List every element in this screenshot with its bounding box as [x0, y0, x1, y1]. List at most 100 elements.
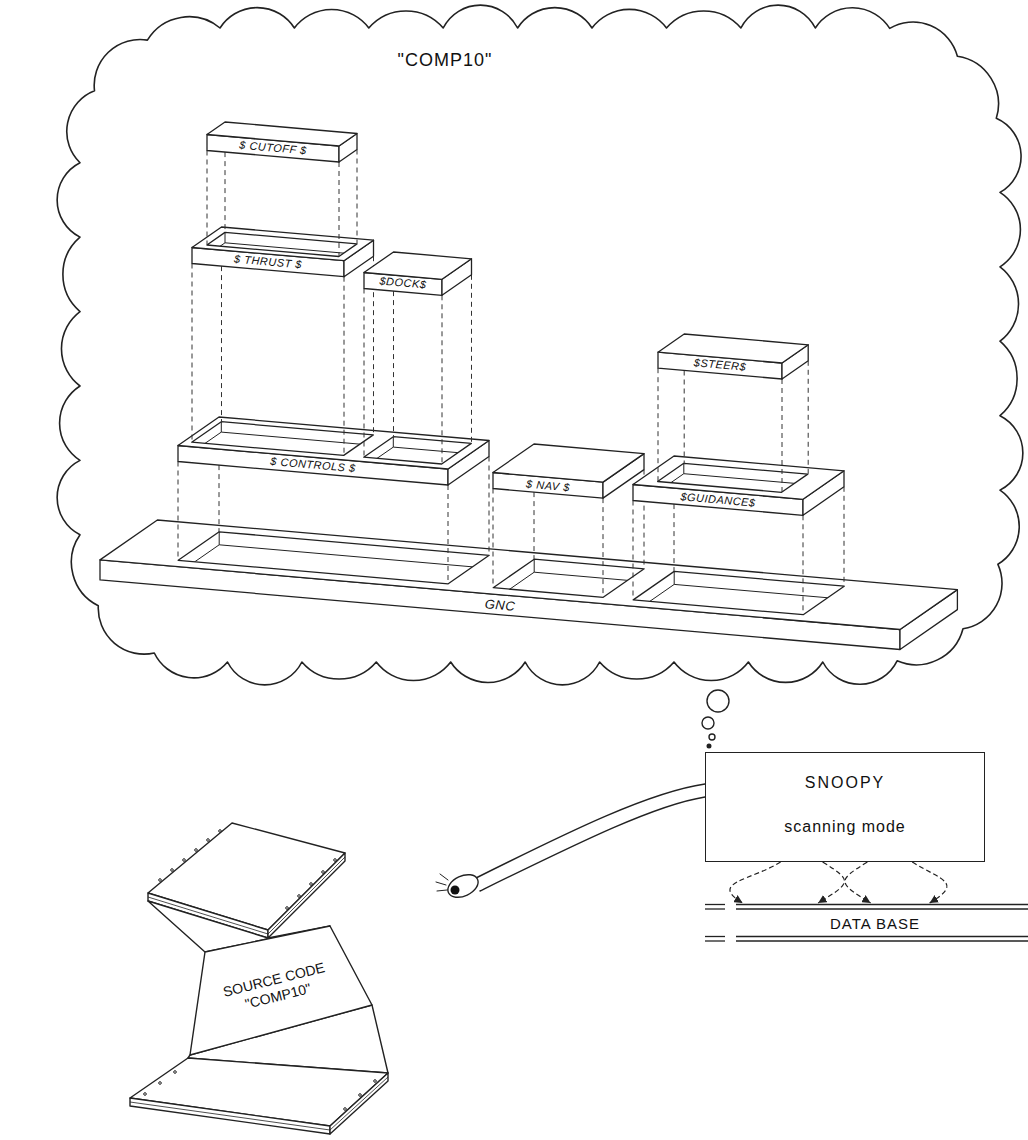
paper-sheet-edge — [130, 1077, 388, 1130]
perforation — [374, 1080, 377, 1083]
perforation — [286, 907, 289, 910]
projection-line — [191, 263, 192, 442]
band-line — [705, 936, 725, 937]
perforation — [195, 849, 198, 852]
thought-bubble — [707, 690, 729, 712]
slab-shape — [207, 122, 357, 162]
projection-line — [221, 266, 222, 422]
cloud-outline — [57, 5, 1023, 685]
module-slab: $ CUTOFF $ — [207, 122, 357, 162]
eye — [444, 870, 481, 902]
slab-shape — [100, 520, 957, 650]
eye-stalk — [480, 797, 705, 891]
perforation — [359, 1094, 362, 1097]
data-flow-arrow — [818, 862, 844, 903]
projection-line — [603, 498, 604, 597]
perforation — [159, 879, 162, 882]
program-name: SNOOPY — [706, 775, 984, 791]
slab-recess — [364, 437, 472, 464]
band-line — [705, 904, 725, 905]
module-slab: $GUIDANCE$ — [633, 456, 844, 515]
projection-line — [441, 295, 442, 464]
projection-line — [807, 361, 808, 475]
projection-line — [683, 370, 684, 464]
projection-line — [471, 274, 472, 443]
projection-line — [534, 492, 535, 559]
perforation — [174, 1071, 177, 1074]
perforation — [171, 869, 174, 872]
eyelash — [440, 874, 448, 880]
module-slab: $ THRUST $ — [192, 227, 374, 277]
projection-line — [674, 505, 675, 572]
data-flow-arrow — [912, 862, 947, 903]
slab-shape — [178, 417, 489, 485]
projection-line — [338, 162, 339, 256]
slab-top — [192, 227, 374, 261]
recess-wall — [207, 232, 357, 255]
projection-line — [206, 151, 207, 245]
perforation — [159, 1082, 162, 1085]
perforation — [334, 859, 337, 862]
slab-top — [658, 334, 808, 363]
band-label: DATA BASE — [828, 916, 922, 931]
recess-wall — [493, 559, 644, 601]
eye-pupil — [451, 886, 460, 895]
perforation — [322, 871, 325, 874]
projection-line — [844, 487, 845, 586]
program-mode: scanning mode — [706, 819, 984, 835]
perforation — [219, 830, 222, 833]
projection-line — [448, 485, 449, 584]
perforation — [344, 1108, 347, 1111]
program-box: SNOOPY scanning mode — [705, 752, 985, 862]
slab-shape — [658, 334, 808, 379]
band-line — [736, 940, 1028, 941]
eyelash — [437, 890, 447, 891]
slab-top — [364, 252, 472, 279]
slab-recess — [207, 232, 357, 256]
projection-line — [343, 276, 344, 455]
slab-top — [100, 520, 957, 630]
eye-stalk — [474, 784, 705, 879]
projection-line — [224, 152, 225, 232]
projection-line — [493, 489, 494, 588]
eyelash — [436, 882, 446, 885]
band-line — [736, 904, 1028, 905]
band-line — [736, 908, 1028, 909]
thought-bubble — [707, 744, 711, 748]
projection-line — [178, 461, 179, 560]
module-label: GNC — [484, 597, 515, 613]
perforation — [298, 895, 301, 898]
recess-wall — [633, 571, 844, 613]
band-line — [705, 908, 725, 909]
slab-top — [493, 444, 644, 482]
projection-line — [219, 465, 220, 532]
band-line — [736, 936, 1028, 937]
slab-recess — [178, 532, 489, 584]
perforation — [207, 839, 210, 842]
recess-wall — [658, 464, 808, 493]
recess-wall — [178, 532, 489, 574]
projection-line — [781, 379, 782, 493]
recess-wall — [364, 437, 472, 468]
module-slab: $STEER$ — [658, 334, 808, 379]
projection-line — [803, 516, 804, 615]
projection-line — [393, 291, 394, 437]
slab-recess — [192, 422, 374, 456]
recess-wall — [192, 422, 374, 453]
projection-line — [657, 368, 658, 482]
perforation — [183, 859, 186, 862]
sheet-outline — [190, 926, 372, 1055]
thought-bubble — [709, 734, 715, 740]
projection-line — [363, 288, 364, 457]
thought-bubble — [702, 717, 714, 729]
slab-top — [633, 456, 844, 499]
data-base-band: DATA BASE — [700, 903, 1028, 943]
printout-sheet: SOURCE CODE "COMP10" — [180, 918, 380, 1063]
data-flow-arrow — [845, 862, 871, 903]
cloud-title: "COMP10" — [398, 51, 493, 69]
perforation — [144, 1093, 147, 1096]
slab-recess — [658, 464, 808, 493]
perforation — [310, 883, 313, 886]
module-slab: $DOCK$ — [364, 252, 472, 295]
band-line — [705, 940, 725, 941]
